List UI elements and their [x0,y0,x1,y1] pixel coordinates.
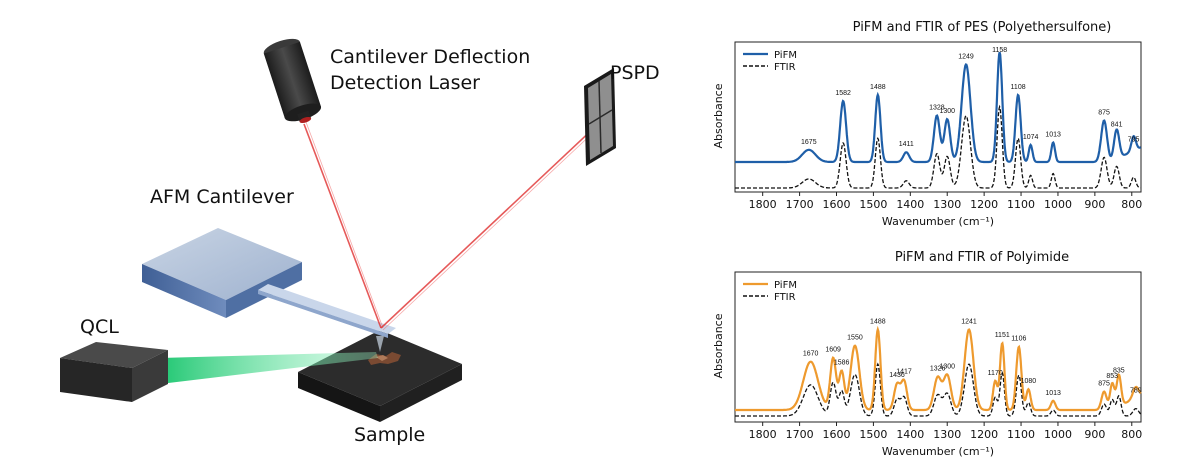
pifm-series [735,51,1142,164]
peak-label: 1108 [1011,84,1026,91]
legend-ftir: FTIR [774,292,796,303]
y-axis-label: Absorbance [712,313,725,378]
sample-label: Sample [354,424,425,446]
pifm-line [735,325,1142,412]
cantilever-chip [142,228,302,318]
ftir-series [735,362,1142,417]
peak-label: 1586 [834,359,850,366]
chart-title: PiFM and FTIR of PES (Polyethersulfone) [853,20,1112,35]
laser-incident [303,123,382,329]
peak-label: 1417 [896,369,912,376]
chart-title: PiFM and FTIR of Polyimide [895,250,1069,265]
pspd-detector [584,68,616,166]
laser-source [263,38,322,124]
laser-label-line2: Detection Laser [330,72,480,94]
x-tick-label: 1000 [1044,198,1072,211]
peak-label: 1013 [1045,390,1061,397]
cantilever-label: AFM Cantilever [150,186,294,208]
chart-polyimide: PiFM and FTIR of Polyimide Absorbance Wa… [712,250,1142,458]
x-tick-label: 1500 [859,428,887,441]
x-tick-label: 1800 [749,428,777,441]
x-tick-label: 1800 [749,198,777,211]
x-ticks: 1800 1700 1600 1500 1400 1300 1200 1100 1000 900 8… [749,192,1142,211]
legend-ftir: FTIR [774,62,796,73]
peak-label: 1488 [870,318,886,325]
peak-label: 1013 [1045,131,1061,138]
x-tick-label: 800 [1121,198,1142,211]
cantilever-beam [258,284,396,352]
peak-label: 1074 [1023,134,1039,141]
ftir-series [735,104,1141,189]
x-ticks: 1800 1700 1600 1500 1400 1300 1200 1100 1000 900 8… [749,422,1142,441]
pifm-line [735,51,1142,164]
x-tick-label: 1300 [933,428,961,441]
x-tick-label: 1000 [1044,428,1072,441]
x-tick-label: 1500 [859,198,887,211]
plot-frame [734,271,1142,423]
peak-label: 789 [1130,388,1142,395]
ftir-line [735,362,1142,417]
y-axis-label: Absorbance [712,83,725,148]
peak-label: 1675 [801,139,817,146]
peak-label: 1300 [939,363,955,370]
peak-label: 1080 [1021,378,1037,385]
x-tick-label: 1600 [823,198,851,211]
peak-label: 1488 [870,84,886,91]
peak-label: 875 [1098,110,1110,117]
ftir-line [735,104,1141,189]
peak-label: 1241 [961,319,977,326]
laser-reflected [380,125,597,329]
peak-label: 1158 [992,47,1007,54]
peak-label: 841 [1111,122,1123,129]
x-tick-label: 1300 [933,198,961,211]
peak-label: 1170 [988,370,1003,377]
sample-stage [298,330,462,422]
peak-label: 1436 [889,372,905,379]
ir-beam [160,352,378,384]
laser-label-line1: Cantilever Deflection [330,46,530,68]
peak-label: 1582 [835,90,851,97]
chart-pes: PiFM and FTIR of PES (Polyethersulfone) … [712,20,1142,228]
x-tick-label: 1600 [823,428,851,441]
legend: PiFM FTIR [743,50,797,73]
peak-label: 835 [1113,368,1125,375]
x-tick-label: 1400 [896,198,924,211]
qcl-source [60,342,168,402]
x-tick-label: 1200 [970,428,998,441]
x-tick-label: 1400 [896,428,924,441]
peak-label: 1151 [995,332,1010,339]
x-tick-label: 1700 [786,198,814,211]
afm-ir-schematic: Cantilever Deflection Detection Laser PS… [60,38,660,446]
peak-label: 1670 [803,351,819,358]
x-tick-label: 1100 [1007,198,1035,211]
peak-label: 853 [1106,373,1118,380]
peak-label: 1249 [958,53,974,60]
pspd-label: PSPD [610,62,660,84]
pifm-series [735,325,1142,412]
peak-label: 1411 [899,141,914,148]
x-tick-label: 900 [1084,198,1105,211]
legend-pifm: PiFM [774,280,797,291]
legend-pifm: PiFM [774,50,797,61]
x-tick-label: 900 [1084,428,1105,441]
peak-label: 875 [1098,381,1110,388]
x-axis-label: Wavenumber (cm⁻¹) [882,445,994,458]
x-axis-label: Wavenumber (cm⁻¹) [882,215,994,228]
plot-frame [734,41,1142,193]
peak-label: 1300 [939,108,955,115]
peak-label: 1609 [825,347,841,354]
peak-label: 1328 [929,105,945,112]
x-tick-label: 1100 [1007,428,1035,441]
x-tick-label: 1700 [786,428,814,441]
x-tick-label: 800 [1121,428,1142,441]
peak-label: 795 [1128,136,1140,143]
x-tick-label: 1200 [970,198,998,211]
qcl-label: QCL [80,316,119,338]
legend: PiFM FTIR [743,280,797,303]
peak-label: 1326 [930,366,946,373]
peak-label: 1106 [1011,336,1026,343]
peak-label: 1550 [847,335,863,342]
